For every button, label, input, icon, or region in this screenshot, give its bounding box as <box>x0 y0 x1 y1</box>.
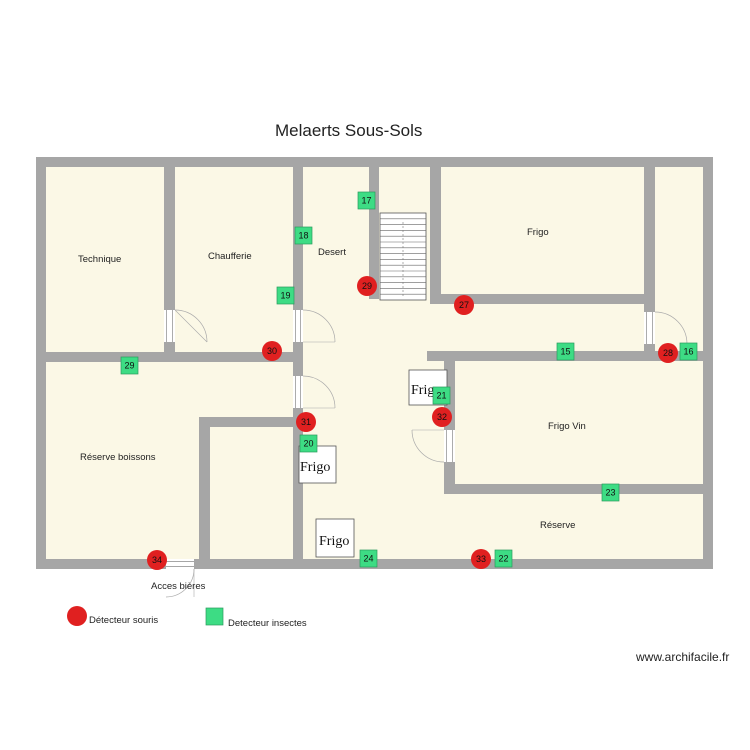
legend-mouse-swatch <box>67 606 87 626</box>
fridge-label: Frigo <box>319 534 349 549</box>
mouse-detector: 29 <box>357 276 377 296</box>
legend-insect-swatch <box>205 607 224 626</box>
legend-insect-label: Detecteur insectes <box>228 618 307 629</box>
room-label-reserve-boissons: Réserve boissons <box>80 452 156 463</box>
svg-text:20: 20 <box>303 439 313 449</box>
mouse-detector: 33 <box>471 549 491 569</box>
room-label-technique: Technique <box>78 254 121 265</box>
svg-text:22: 22 <box>498 554 508 564</box>
mouse-detector: 27 <box>454 295 474 315</box>
svg-text:29: 29 <box>124 361 134 371</box>
room-label-desert: Desert <box>318 247 346 258</box>
insect-detector: 15 <box>556 342 575 361</box>
fridge-label: Frigo <box>300 460 330 475</box>
svg-text:31: 31 <box>301 417 311 427</box>
insect-detector: 20 <box>299 434 318 453</box>
mouse-detector: 32 <box>432 407 452 427</box>
mouse-detector: 30 <box>262 341 282 361</box>
svg-text:23: 23 <box>605 488 615 498</box>
door-right-corridor <box>644 311 688 345</box>
room-label-frigo-vin: Frigo Vin <box>548 421 586 432</box>
door-technique <box>164 309 208 343</box>
svg-text:17: 17 <box>361 196 371 206</box>
svg-text:15: 15 <box>560 347 570 357</box>
svg-text:19: 19 <box>280 291 290 301</box>
fridge-box: Frigo <box>315 518 355 558</box>
mouse-detector: 28 <box>658 343 678 363</box>
insect-detector: 18 <box>294 226 313 245</box>
svg-text:33: 33 <box>476 554 486 564</box>
room-label-frigo: Frigo <box>527 227 549 238</box>
svg-text:32: 32 <box>437 412 447 422</box>
door-chaufferie <box>293 309 336 343</box>
insect-detectors: 17 18 19 29 15 16 21 20 23 24 22 <box>120 191 698 568</box>
legend-mouse-label: Détecteur souris <box>89 615 158 626</box>
svg-text:30: 30 <box>267 346 277 356</box>
room-label-acces-bieres: Acces bières <box>151 581 206 592</box>
staircase <box>379 212 427 301</box>
mouse-detector: 34 <box>147 550 167 570</box>
svg-text:27: 27 <box>459 300 469 310</box>
mouse-detectors: 29 27 30 28 31 32 34 33 <box>147 276 678 570</box>
insect-detector: 24 <box>359 549 378 568</box>
insect-detector: 29 <box>120 356 139 375</box>
svg-text:24: 24 <box>363 554 373 564</box>
insect-detector: 21 <box>432 386 451 405</box>
credit-text: www.archifacile.fr <box>635 650 729 664</box>
svg-text:29: 29 <box>362 281 372 291</box>
svg-text:28: 28 <box>663 348 673 358</box>
door-acces-bieres <box>165 559 195 598</box>
mouse-detector: 31 <box>296 412 316 432</box>
svg-text:18: 18 <box>298 231 308 241</box>
svg-text:34: 34 <box>152 555 162 565</box>
door-frigo-vin <box>411 429 455 463</box>
plan-title: Melaerts Sous-Sols <box>275 121 422 140</box>
door-reserve-boissons <box>293 375 336 409</box>
insect-detector: 17 <box>357 191 376 210</box>
svg-text:21: 21 <box>436 391 446 401</box>
insect-detector: 16 <box>679 342 698 361</box>
insect-detector: 23 <box>601 483 620 502</box>
room-label-reserve: Réserve <box>540 520 575 531</box>
legend: Détecteur souris Detecteur insectes <box>67 606 307 629</box>
insect-detector: 22 <box>494 549 513 568</box>
svg-text:16: 16 <box>683 347 693 357</box>
room-label-chaufferie: Chaufferie <box>208 251 252 262</box>
insect-detector: 19 <box>276 286 295 305</box>
